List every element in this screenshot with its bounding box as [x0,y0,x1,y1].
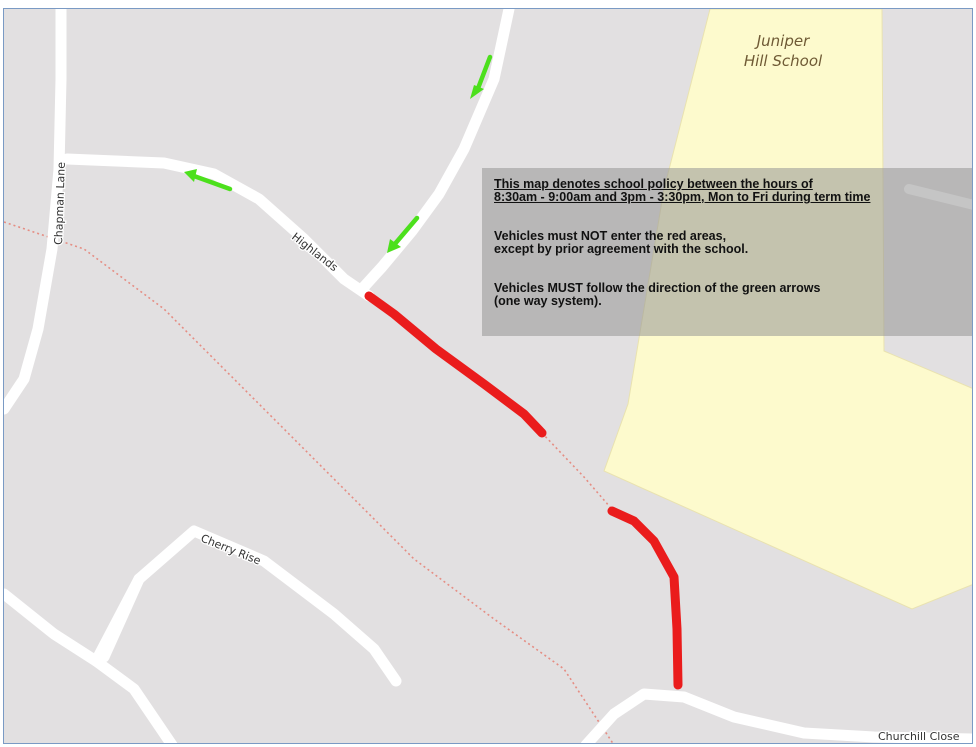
label-cherry-rise: Cherry Rise [199,532,263,568]
school-name-line2: Hill School [744,52,823,70]
label-chapman-lane: Chapman Lane [52,162,68,246]
map-frame[interactable]: Chapman Lane Highlands Cherry Rise Churc… [3,8,973,744]
footpath-highlands-continuation [541,432,611,508]
label-highlands: Highlands [289,230,340,274]
notice-green-rule-line2: (one way system). [494,294,602,308]
road-highlands-west [61,153,375,302]
label-churchill-close: Churchill Close [878,730,960,743]
map-canvas[interactable]: Chapman Lane Highlands Cherry Rise Churc… [4,9,973,744]
notice-green-rule-line1: Vehicles MUST follow the direction of th… [494,281,821,295]
road-cherry-rise-spur [98,573,145,663]
road-churchill-close [580,688,972,743]
school-name-line1: Juniper [754,32,810,50]
restricted-area-south [607,506,683,690]
one-way-arrow-north [470,54,493,99]
one-way-arrow-west [184,169,233,192]
road-west-lower [4,588,178,743]
footpath-diagonal-west [4,221,614,743]
green-arrow-icon [387,239,401,253]
notice-heading-line1: This map denotes school policy between t… [494,177,813,191]
road-highlands-north-branch [356,9,515,295]
road-chapman-lane [4,9,67,415]
restricted-area-highlands [364,291,547,438]
notice-red-rule-line2: except by prior agreement with the schoo… [494,242,749,256]
notice-heading-line2: 8:30am - 9:00am and 3pm - 3:30pm, Mon to… [494,190,871,204]
green-arrow-icon [470,85,484,99]
policy-notice-box: This map denotes school policy between t… [482,168,972,336]
one-way-arrow-middle [387,215,420,253]
green-arrow-icon [184,169,197,182]
notice-red-rule-line1: Vehicles must NOT enter the red areas, [494,229,727,243]
